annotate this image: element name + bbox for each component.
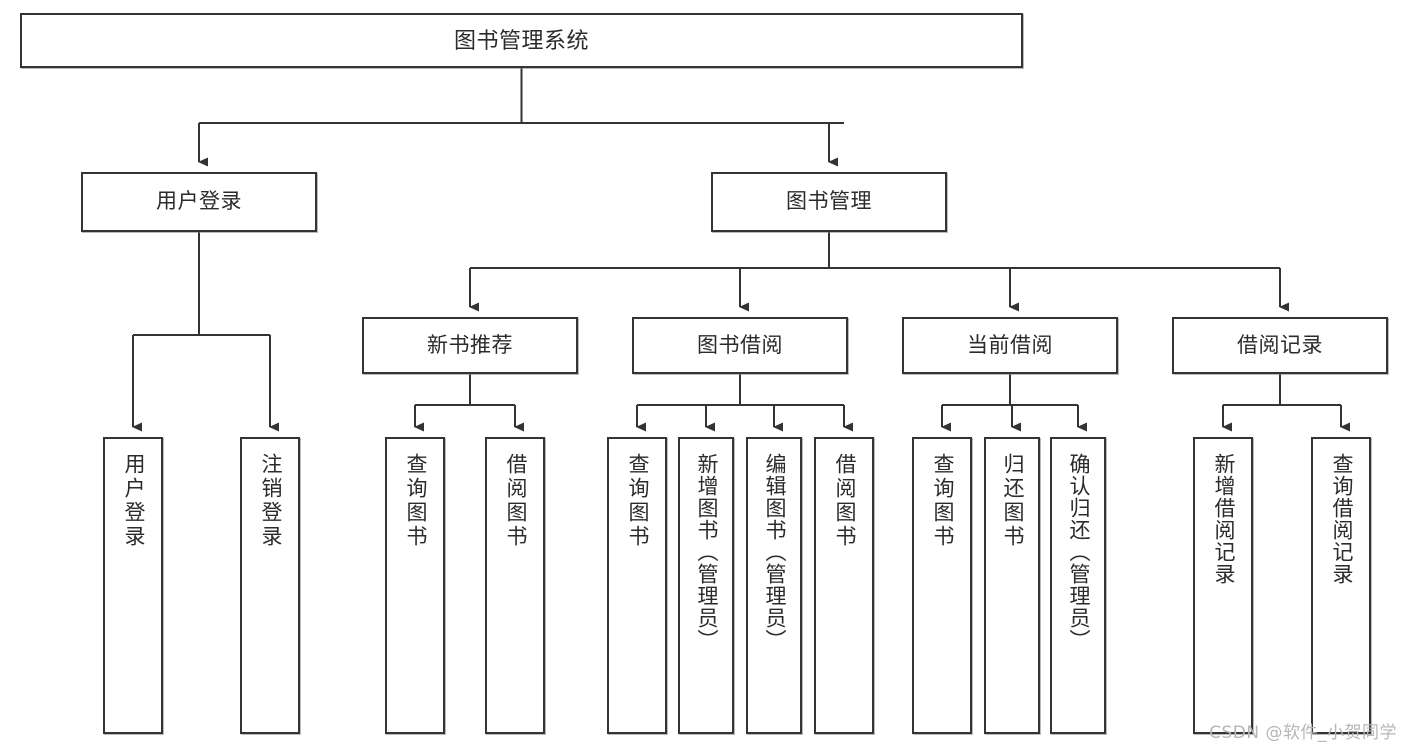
node-borrow-record[interactable]: 借阅记录 bbox=[1172, 317, 1388, 374]
node-label: 新增图书（管理员） bbox=[695, 453, 718, 651]
node-leaf-borrow-borrow-book[interactable]: 借阅图书 bbox=[814, 437, 874, 734]
node-label: 查询图书 bbox=[626, 453, 649, 549]
node-label: 新书推荐 bbox=[427, 333, 513, 357]
node-leaf-record-query-borrow-record[interactable]: 查询借阅记录 bbox=[1311, 437, 1371, 734]
node-label: 查询借阅记录 bbox=[1330, 453, 1353, 585]
node-label: 借阅记录 bbox=[1237, 333, 1323, 357]
node-label: 查询图书 bbox=[404, 453, 427, 549]
node-leaf-record-add-borrow-record[interactable]: 新增借阅记录 bbox=[1193, 437, 1253, 734]
node-leaf-borrow-edit-book-admin[interactable]: 编辑图书（管理员） bbox=[746, 437, 802, 734]
node-label: 查询图书 bbox=[931, 453, 954, 549]
node-new-book-recommend[interactable]: 新书推荐 bbox=[362, 317, 578, 374]
node-leaf-current-return-book[interactable]: 归还图书 bbox=[984, 437, 1040, 734]
node-label: 确认归还（管理员） bbox=[1067, 453, 1090, 651]
node-label: 用户登录 bbox=[156, 190, 242, 213]
node-leaf-borrow-add-book-admin[interactable]: 新增图书（管理员） bbox=[678, 437, 734, 734]
node-label: 借阅图书 bbox=[504, 453, 527, 549]
node-label: 图书管理 bbox=[786, 190, 872, 213]
node-leaf-current-confirm-return-admin[interactable]: 确认归还（管理员） bbox=[1050, 437, 1106, 734]
node-label: 借阅图书 bbox=[833, 453, 856, 549]
node-current-borrow[interactable]: 当前借阅 bbox=[902, 317, 1118, 374]
node-label: 图书借阅 bbox=[697, 333, 783, 357]
node-label: 新增借阅记录 bbox=[1212, 453, 1235, 585]
node-leaf-user-login[interactable]: 用户登录 bbox=[103, 437, 163, 734]
node-leaf-recommend-query-book[interactable]: 查询图书 bbox=[385, 437, 445, 734]
watermark-text: CSDN @软件_小贺同学 bbox=[1209, 723, 1397, 743]
node-user-login[interactable]: 用户登录 bbox=[81, 172, 317, 232]
node-system-root[interactable]: 图书管理系统 bbox=[20, 13, 1023, 68]
node-leaf-current-query-book[interactable]: 查询图书 bbox=[912, 437, 972, 734]
node-label: 当前借阅 bbox=[967, 333, 1053, 357]
node-leaf-user-logout[interactable]: 注销登录 bbox=[240, 437, 300, 734]
node-book-borrow[interactable]: 图书借阅 bbox=[632, 317, 848, 374]
node-book-manage[interactable]: 图书管理 bbox=[711, 172, 947, 232]
node-leaf-borrow-query-book[interactable]: 查询图书 bbox=[607, 437, 667, 734]
node-label: 注销登录 bbox=[259, 453, 282, 549]
node-label: 归还图书 bbox=[1001, 453, 1024, 549]
node-label: 用户登录 bbox=[122, 453, 145, 549]
node-label: 编辑图书（管理员） bbox=[763, 453, 786, 651]
node-label: 图书管理系统 bbox=[453, 27, 589, 53]
node-leaf-recommend-borrow-book[interactable]: 借阅图书 bbox=[485, 437, 545, 734]
